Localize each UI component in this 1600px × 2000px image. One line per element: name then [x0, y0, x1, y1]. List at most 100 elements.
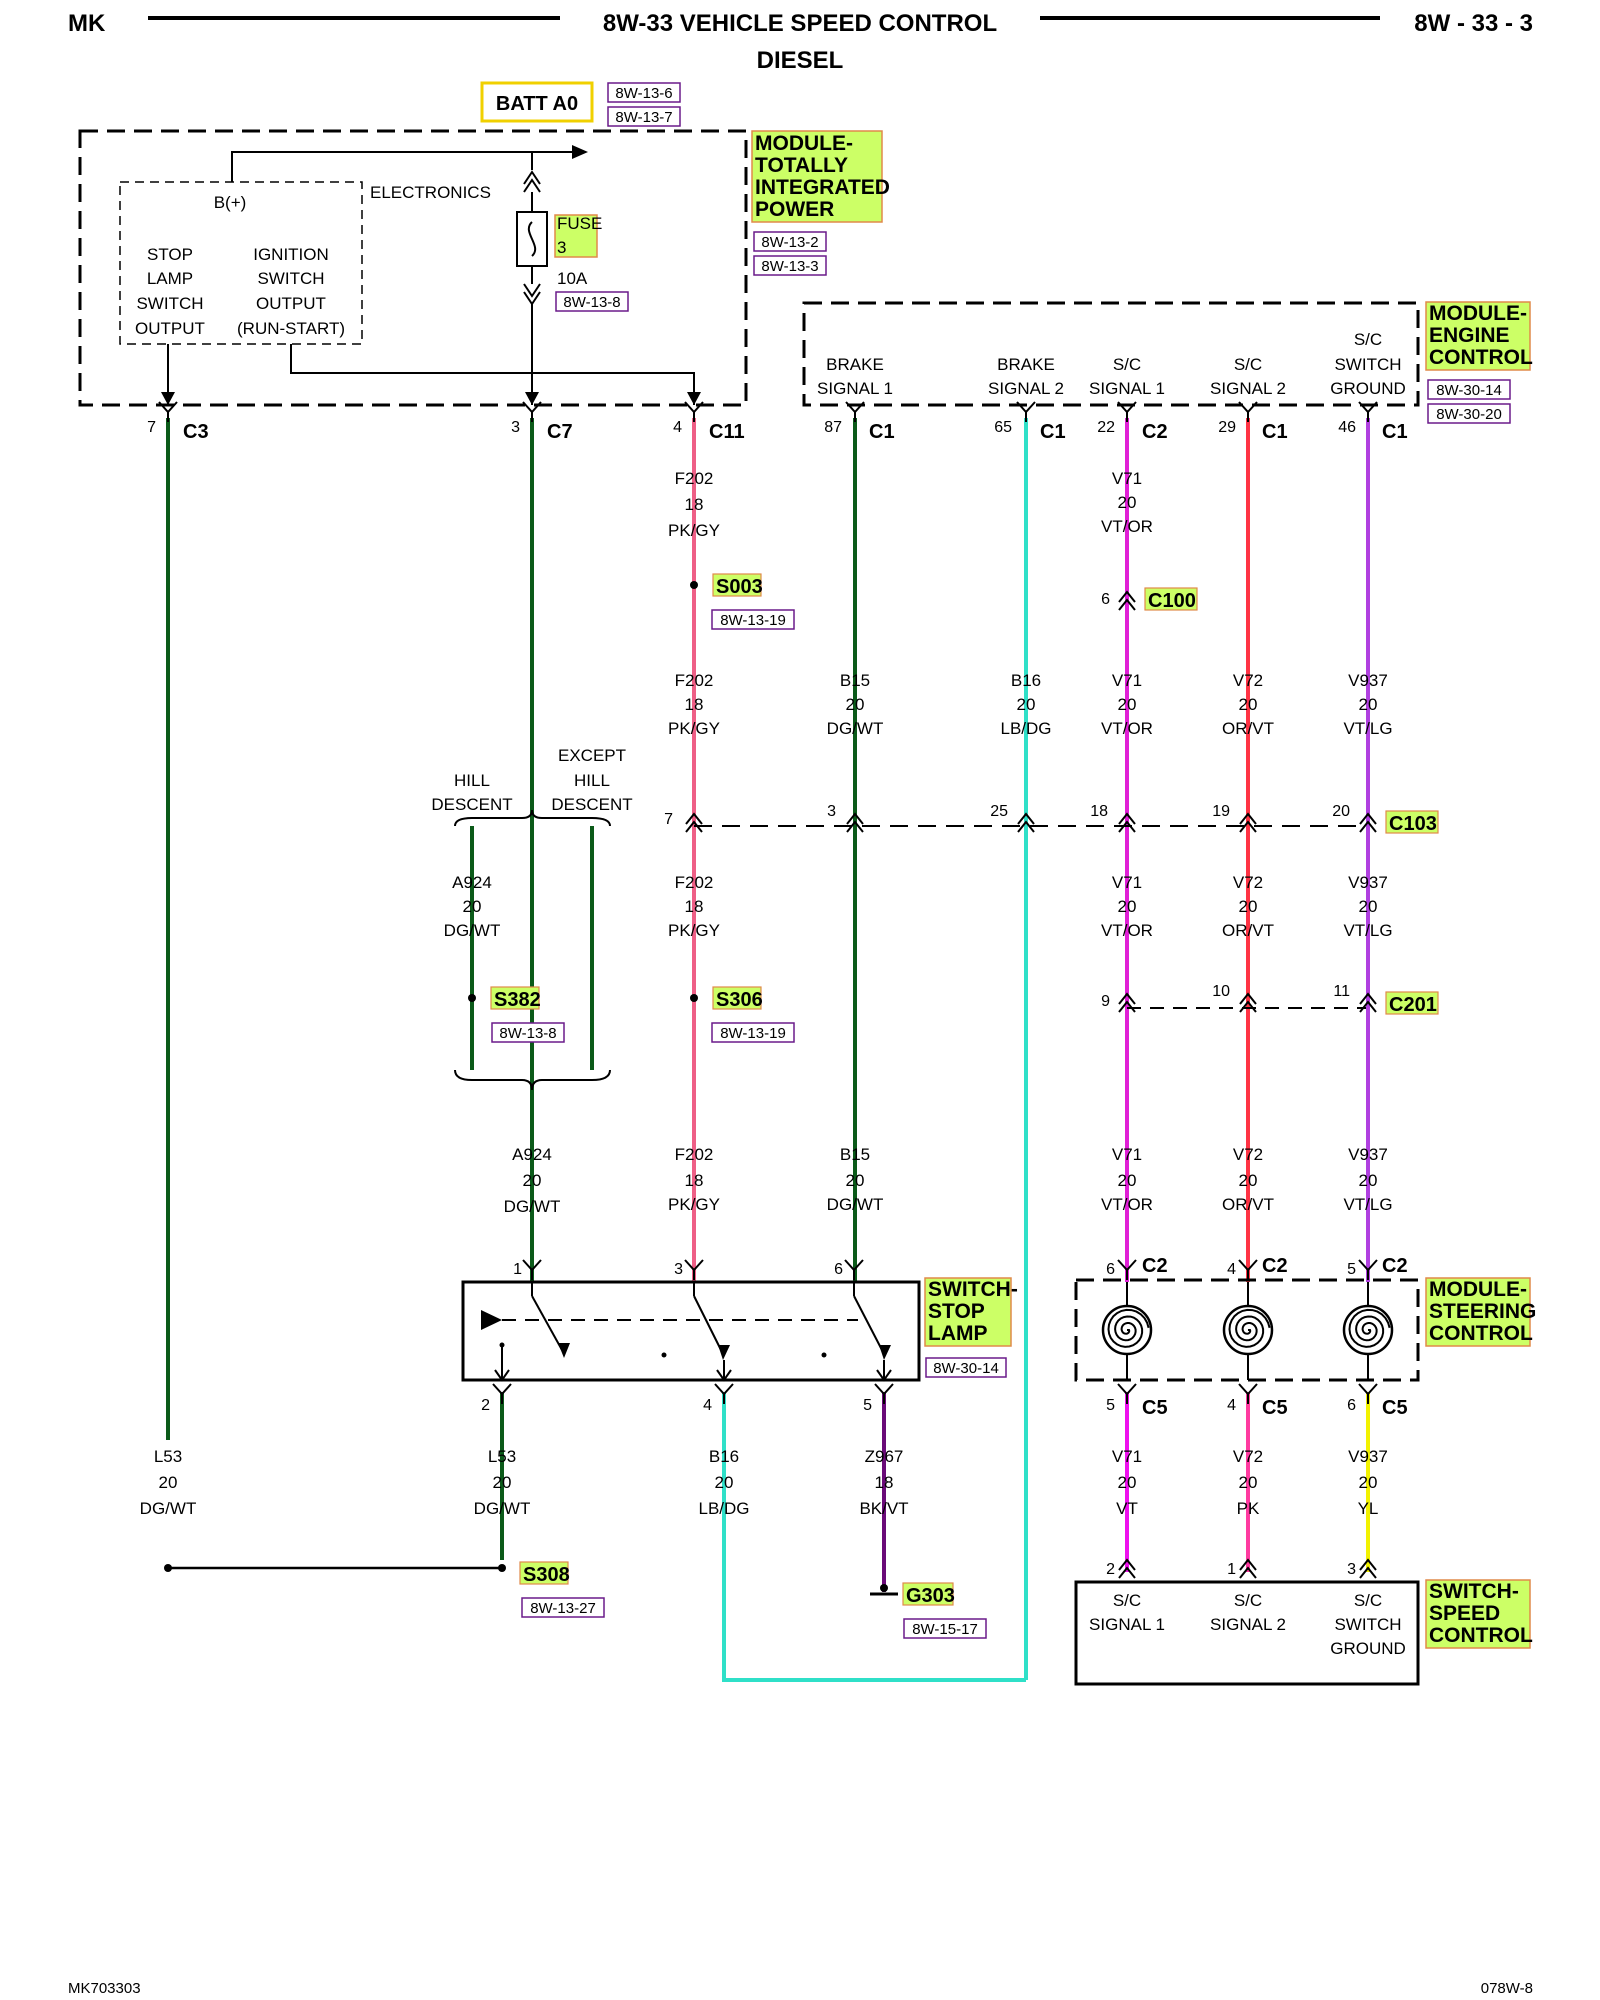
wire-f202-d-color: PK/GY — [668, 1195, 720, 1214]
wire-v937-d-id: V937 — [1348, 1145, 1388, 1164]
clockspring-spiral-1 — [1228, 1308, 1271, 1348]
except-hill-1: EXCEPT — [558, 746, 626, 765]
tipm-ref-1[interactable]: 8W-13-2 — [761, 234, 818, 251]
s308-ref[interactable]: 8W-13-27 — [530, 1600, 596, 1617]
wire-z967-e-id: Z967 — [865, 1447, 904, 1466]
wire-f202-b-id: F202 — [675, 671, 714, 690]
wire-a924-c-gauge: 20 — [463, 897, 482, 916]
pin-c11: 4 — [673, 419, 682, 436]
stop-lamp-output-1: STOP — [147, 245, 193, 264]
ecm-pin-scgnd-a: S/C — [1354, 330, 1382, 349]
wire-v937-e-color: YL — [1358, 1499, 1379, 1518]
stop-lamp-output-3: SWITCH — [136, 294, 203, 313]
g303-ref[interactable]: 8W-15-17 — [912, 1621, 978, 1638]
ecm-module: BRAKE SIGNAL 1 BRAKE SIGNAL 2 S/C SIGNAL… — [802, 301, 1533, 424]
wire-v72-c-id: V72 — [1233, 873, 1263, 892]
wire-l53-e2-id: L53 — [488, 1447, 516, 1466]
scm-bot-c5-c: C5 — [1382, 1397, 1408, 1419]
batt-ref-1[interactable]: 8W-13-6 — [615, 85, 672, 102]
wire-l53-e1-gauge: 20 — [159, 1473, 178, 1492]
wire-v71-b-gauge: 20 — [1118, 695, 1137, 714]
stop-pin-1: 1 — [513, 1261, 522, 1278]
wire-v72-e-color: PK — [1237, 1499, 1260, 1518]
wire-b16-e-color: LB/DG — [698, 1499, 749, 1518]
tipm-name-4: POWER — [755, 198, 834, 221]
speed-control-switch: S/C SIGNAL 1 S/C SIGNAL 2 S/C SWITCH GRO… — [1074, 1579, 1533, 1686]
wire-v937-c-id: V937 — [1348, 873, 1388, 892]
wire-z967-e-color: BK/VT — [859, 1499, 908, 1518]
scm-name-2: STEERING — [1429, 1300, 1536, 1323]
ecm-ref-2[interactable]: 8W-30-20 — [1436, 406, 1502, 423]
wire-z967-e-gauge: 18 — [875, 1473, 894, 1492]
c103-pin-3: 3 — [827, 803, 836, 820]
splice-s308-dot — [498, 1564, 506, 1572]
wire-v72-b-gauge: 20 — [1239, 695, 1258, 714]
wire-l53-e1-id: L53 — [154, 1447, 182, 1466]
wire-a924-d-gauge: 20 — [523, 1171, 542, 1190]
fuse-label: FUSE — [557, 214, 602, 233]
wire-v937-c-color: VT/LG — [1343, 921, 1392, 940]
wire-v937-e-gauge: 20 — [1359, 1473, 1378, 1492]
connector-labels: 7 C3 3 C7 4 C11 87 C1 65 C1 22 C2 29 C1 … — [147, 419, 1439, 1578]
wire-v72-d-color: OR/VT — [1222, 1195, 1274, 1214]
fuse-ref[interactable]: 8W-13-8 — [563, 294, 620, 311]
wire-v937-d-gauge: 20 — [1359, 1171, 1378, 1190]
wire-v937-b-color: VT/LG — [1343, 719, 1392, 738]
c103-chevron-3-a — [1118, 812, 1136, 825]
c103-pin-20: 20 — [1332, 803, 1350, 820]
stop-lamp-ref[interactable]: 8W-30-14 — [933, 1360, 999, 1377]
wire-b15-d-gauge: 20 — [846, 1171, 865, 1190]
page-footer: MK703303 078W-8 — [68, 1980, 1533, 1997]
c100-chevron-a — [1118, 590, 1136, 603]
header-page-number: 8W - 33 - 3 — [1414, 10, 1533, 37]
terminal-ssw-2-b — [1359, 1566, 1377, 1579]
pin-c7: 3 — [511, 419, 520, 436]
wire-v71-d-color: VT/OR — [1101, 1195, 1153, 1214]
clockspring-spiral-2 — [1348, 1308, 1391, 1348]
pin-ecm-65: 65 — [994, 419, 1012, 436]
tipm-name-1: MODULE- — [755, 132, 853, 155]
tipm-module: ELECTRONICS B(+) STOP LAMP SWITCH OUTPUT… — [78, 129, 890, 407]
clockspring-spiral-0 — [1107, 1308, 1150, 1348]
ecm-name-1: MODULE- — [1429, 302, 1527, 325]
c103-chevron-1-a — [846, 812, 864, 825]
scm-top-pin-4: 4 — [1227, 1261, 1236, 1278]
ecm-ref-1[interactable]: 8W-30-14 — [1436, 382, 1502, 399]
wire-b15-d-color: DG/WT — [827, 1195, 884, 1214]
stop-lamp-name-3: LAMP — [928, 1322, 988, 1345]
page-header: MK 8W-33 VEHICLE SPEED CONTROL 8W - 33 -… — [68, 10, 1533, 74]
wire-v72-e-id: V72 — [1233, 1447, 1263, 1466]
stop-lamp-switch: SWITCH- STOP LAMP 8W-30-14 — [461, 1277, 1018, 1382]
connector-ecm-c2: C2 — [1142, 421, 1168, 443]
connector-c103: C103 — [1389, 813, 1437, 835]
splices: S003 8W-13-19 S382 8W-13-8 S306 8W-13-19… — [490, 573, 987, 1639]
wire-f202-c-color: PK/GY — [668, 921, 720, 940]
terminal-ssw-0-a — [1118, 1558, 1136, 1571]
batt-ref-2[interactable]: 8W-13-7 — [615, 109, 672, 126]
hill-descent-2: DESCENT — [431, 795, 512, 814]
stop-pin-4: 4 — [703, 1397, 712, 1414]
c103-chevron-2-a — [1017, 812, 1035, 825]
wire-l53-e2-color: DG/WT — [474, 1499, 531, 1518]
stop-lamp-output-4: OUTPUT — [135, 319, 205, 338]
tipm-ref-2[interactable]: 8W-13-3 — [761, 258, 818, 275]
steering-control-module: MODULE- STEERING CONTROL — [1074, 1277, 1536, 1382]
s382-ref[interactable]: 8W-13-8 — [499, 1025, 556, 1042]
wire-b15-d-id: B15 — [840, 1145, 870, 1164]
splice-s306: S306 — [716, 989, 763, 1011]
wire-v72-c-color: OR/VT — [1222, 921, 1274, 940]
ssw-pin-2: 2 — [1106, 1561, 1115, 1578]
c103-chevron-4-a — [1239, 812, 1257, 825]
ecm-pin-brake-2-b: SIGNAL 2 — [988, 379, 1064, 398]
ssw-pin3-b: SWITCH — [1334, 1615, 1401, 1634]
wire-f202-a-id: F202 — [675, 469, 714, 488]
ssw-pin1-b: SIGNAL 1 — [1089, 1615, 1165, 1634]
s003-ref[interactable]: 8W-13-19 — [720, 612, 786, 629]
ecm-name-3: CONTROL — [1429, 346, 1533, 369]
footer-right: 078W-8 — [1481, 1980, 1533, 1997]
terminal-ssw-1-a — [1239, 1558, 1257, 1571]
stop-pin-3: 3 — [674, 1261, 683, 1278]
c201-chevron-2-a — [1359, 992, 1377, 1005]
s306-ref[interactable]: 8W-13-19 — [720, 1025, 786, 1042]
